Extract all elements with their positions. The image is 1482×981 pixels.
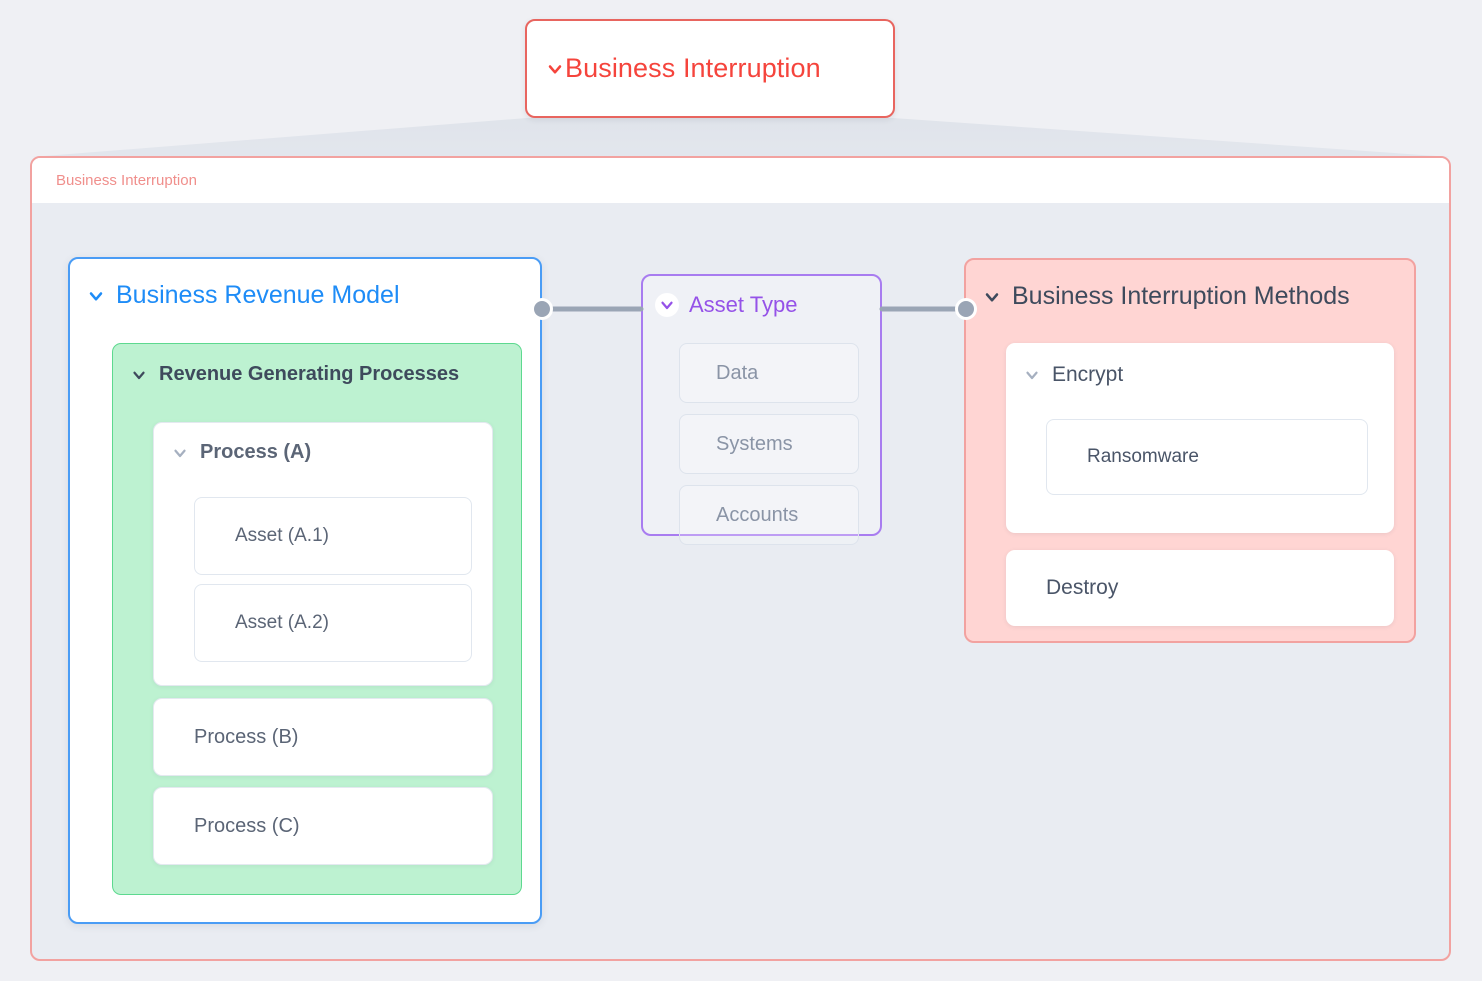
node-header[interactable]: Business Revenue Model <box>70 259 540 310</box>
leaf-label: Accounts <box>716 503 799 526</box>
node-label: Encrypt <box>1052 363 1124 386</box>
chevron-down-icon[interactable] <box>655 293 679 317</box>
leaf-label: Asset (A.2) <box>235 612 329 633</box>
node-label: Asset Type <box>689 292 798 317</box>
node-label: Business Revenue Model <box>116 281 400 309</box>
leaf-label: Asset (A.1) <box>235 525 329 546</box>
node-header[interactable]: Business Interruption Methods <box>966 260 1414 311</box>
node-encrypt[interactable]: Encrypt Ransomware <box>1006 343 1394 533</box>
leaf-node-data[interactable]: Data <box>679 343 859 403</box>
leaf-label: Systems <box>716 432 793 455</box>
chevron-down-icon[interactable] <box>170 443 190 463</box>
leaf-node-asset-a2[interactable]: Asset (A.2) <box>194 584 472 662</box>
node-header[interactable]: Process (A) <box>154 423 492 464</box>
node-label: Revenue Generating Processes <box>159 363 460 385</box>
chevron-down-icon[interactable] <box>1022 365 1042 385</box>
node-revenue-generating-processes[interactable]: Revenue Generating Processes Process (A)… <box>112 343 522 895</box>
node-header[interactable]: Encrypt <box>1006 343 1394 387</box>
chevron-down-icon[interactable] <box>545 59 565 79</box>
node-business-interruption-methods[interactable]: Business Interruption Methods Encrypt Ra… <box>964 258 1416 643</box>
leaf-label: Data <box>716 361 759 384</box>
chevron-down-icon[interactable] <box>129 365 149 385</box>
leaf-node-accounts[interactable]: Accounts <box>679 485 859 545</box>
leaf-node-systems[interactable]: Systems <box>679 414 859 474</box>
leaf-node-ransomware[interactable]: Ransomware <box>1046 419 1368 495</box>
chevron-down-icon[interactable] <box>982 287 1002 307</box>
node-label: Business Interruption Methods <box>1012 282 1350 310</box>
container-header-label: Business Interruption <box>56 172 197 189</box>
node-header[interactable]: Asset Type <box>643 276 880 318</box>
leaf-node-asset-a1[interactable]: Asset (A.1) <box>194 497 472 575</box>
node-header[interactable]: Revenue Generating Processes <box>113 344 521 386</box>
container-node-business-interruption[interactable]: Business Interruption Business Revenue M… <box>30 156 1451 961</box>
chevron-down-icon[interactable] <box>86 286 106 306</box>
leaf-label: Process (B) <box>194 725 299 748</box>
leaf-label: Destroy <box>1046 576 1119 599</box>
leaf-label: Ransomware <box>1087 446 1199 467</box>
node-asset-type[interactable]: Asset Type Data Systems Accounts <box>641 274 882 545</box>
root-node-label: Business Interruption <box>565 53 821 83</box>
root-node-business-interruption[interactable]: Business Interruption <box>525 19 895 118</box>
leaf-label: Process (C) <box>194 814 300 837</box>
container-header: Business Interruption <box>32 158 1449 203</box>
node-process-a[interactable]: Process (A) Asset (A.1) Asset (A.2) <box>153 422 493 686</box>
leaf-node-process-b[interactable]: Process (B) <box>153 698 493 776</box>
node-label: Process (A) <box>200 441 312 463</box>
node-business-revenue-model[interactable]: Business Revenue Model Revenue Generatin… <box>68 257 542 924</box>
leaf-node-process-c[interactable]: Process (C) <box>153 787 493 865</box>
leaf-node-destroy[interactable]: Destroy <box>1006 550 1394 626</box>
